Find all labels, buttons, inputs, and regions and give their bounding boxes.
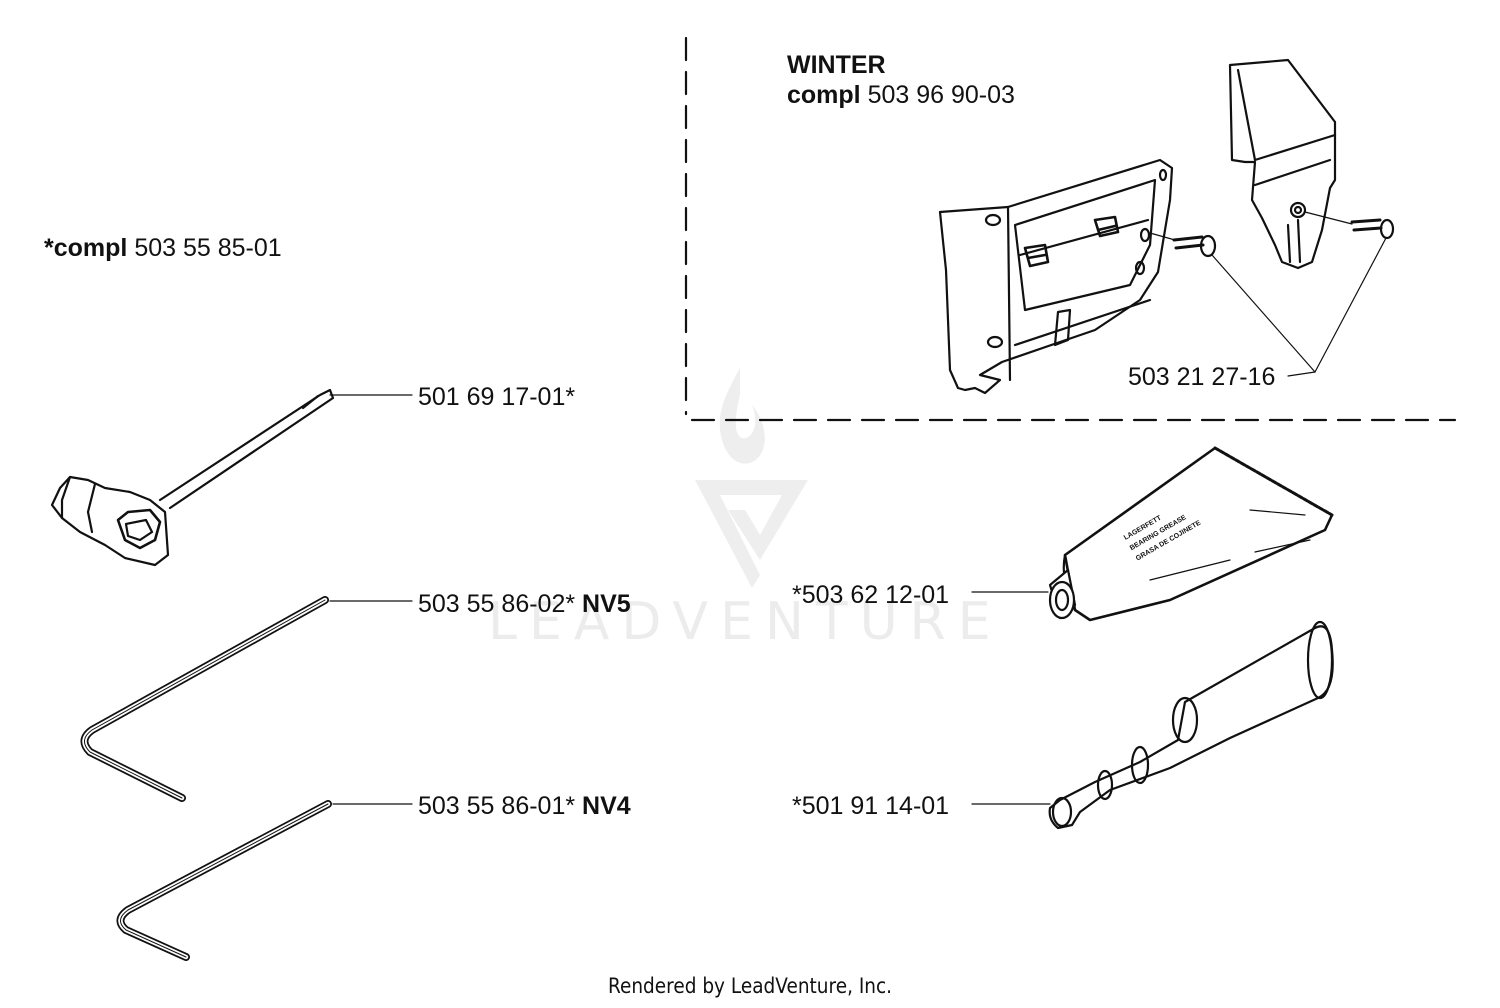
winter-cover-icon [1228,58,1337,270]
winter-kit-label: compl 503 96 90-03 [787,81,1015,109]
part-number-text: 503 55 86-02* [418,590,576,618]
winter-kit-prefix: compl [787,81,861,109]
winter-kit-number[interactable]: 503 96 90-03 [867,81,1015,109]
render-credit-footer: Rendered by LeadVenture, Inc. [607,974,893,998]
part-number-screw[interactable]: 503 21 27-16 [1128,363,1276,391]
part-number-bearing-grease[interactable]: *503 62 12-01 [792,581,949,609]
part-number-combination-spanner[interactable]: 501 69 17-01* [418,383,575,411]
winter-kit-title: WINTER [787,51,886,79]
tool-kit-number[interactable]: 503 55 85-01 [134,234,282,262]
part-size-badge: NV4 [582,792,631,820]
part-number-hex-key-nv4[interactable]: 503 55 86-01* NV4 [418,792,631,820]
hex-key-nv4-icon [116,800,332,961]
screw-icon [1304,211,1395,240]
part-number-text: *501 91 14-01 [792,792,950,820]
combination-spanner-icon [50,388,335,567]
bearing-tool-icon [1048,620,1334,830]
part-number-text: *503 62 12-01 [792,581,950,609]
winter-plate-icon [938,158,1174,395]
part-size-badge: NV5 [582,590,631,618]
screw-leader-lines [1211,237,1387,377]
watermark-text: LEADVENTURE [488,592,1003,652]
winter-kit-frame [684,36,1457,422]
part-number-text: 503 55 86-01* [418,792,576,820]
tool-kit-prefix: *compl [44,234,128,262]
part-number-hex-key-nv5[interactable]: 503 55 86-02* NV5 [418,590,631,618]
hex-key-nv5-icon [80,596,329,802]
part-number-bearing-tool[interactable]: *501 91 14-01 [792,792,949,820]
tool-kit-label: *compl 503 55 85-01 [44,234,282,262]
grease-tube-icon [1048,446,1334,622]
screw-icon [1149,232,1217,258]
part-number-text: 501 69 17-01* [418,383,576,411]
